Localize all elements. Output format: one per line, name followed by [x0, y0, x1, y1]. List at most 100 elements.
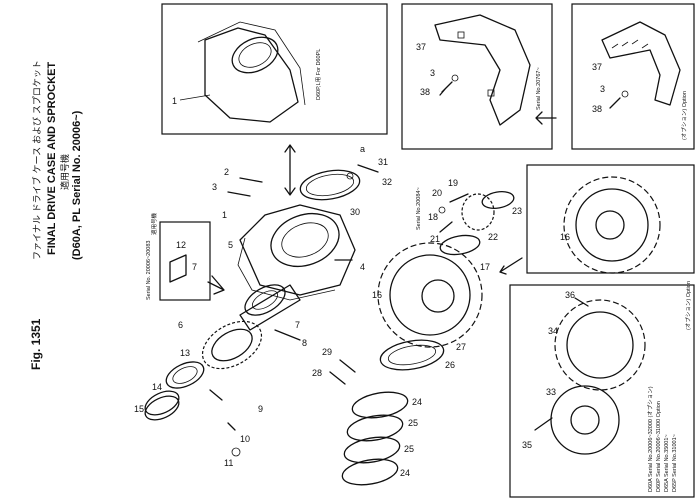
title-english: FINAL DRIVE CASE AND SPROCKET: [46, 62, 58, 255]
bolt-3: [227, 191, 251, 197]
arrow-to-hub: [207, 275, 225, 295]
inset-option-note: (オプション) Option: [681, 91, 688, 140]
pin-9: [209, 389, 223, 401]
oring-24b: [341, 458, 399, 486]
callout-a: a: [360, 144, 365, 154]
callout-3: 3: [212, 182, 217, 192]
oring-17: [439, 234, 481, 256]
gear-6-hub: [211, 328, 253, 362]
bolt-29: [339, 359, 356, 373]
leader-1: [179, 94, 211, 101]
callout-7: 7: [295, 320, 300, 330]
inset-applicable: 適用号機: [150, 212, 158, 235]
serial-table-row-1: D60A Serial No.20006~32000 (オプション): [647, 386, 654, 492]
sprocket-segment: [563, 176, 661, 274]
callout-1: 1: [222, 210, 227, 220]
inset-option-guard: 37 3 38 (オプション) Option: [571, 3, 695, 150]
seal-26-inner: [387, 344, 437, 366]
callout-26: 26: [445, 360, 455, 370]
housing-bore: [231, 36, 279, 74]
callout-6: 6: [178, 320, 183, 330]
callout-34: 34: [548, 326, 558, 336]
bolt-19: [449, 193, 469, 203]
inset-early-serial: 12 7 Serial No. 20006~20083 適用号機: [146, 212, 211, 301]
guard-plate: [434, 14, 531, 126]
washer-20: [438, 206, 446, 214]
callout-24: 24: [400, 468, 410, 478]
callout-35: 35: [522, 440, 532, 450]
mid-serial-note: Serial No.20084~: [416, 187, 422, 230]
sprocket-16: [377, 242, 483, 348]
bolt-35: [534, 417, 553, 431]
case-bore-inner: [281, 222, 329, 258]
callout-3: 3: [600, 84, 605, 94]
callout-15: 15: [134, 404, 144, 414]
callout-7: 7: [192, 262, 197, 272]
bearing-13: [165, 361, 205, 389]
serial-table-row-3: D65A Serial No.35001~: [664, 434, 670, 492]
sprocket-34: [554, 299, 646, 391]
option-guard-ribs: [611, 39, 649, 49]
housing-bore-inner: [238, 42, 272, 68]
seal-ring-30-inner: [305, 173, 355, 197]
callout-12: 12: [176, 240, 186, 250]
oring-24: [351, 391, 409, 419]
inset-frame: [161, 3, 388, 135]
callout-9: 9: [258, 404, 263, 414]
callout-18: 18: [428, 212, 438, 222]
callout-11: 11: [224, 458, 233, 468]
hub-33-bore: [570, 405, 600, 435]
case-body: [239, 204, 356, 296]
inset-frame: [526, 164, 695, 274]
inset-frame: [401, 3, 553, 150]
serial-table-row-2: D60P Serial No.20006~31000 Option: [656, 401, 662, 492]
callout-25: 25: [404, 444, 414, 454]
seal-15: [144, 395, 180, 421]
inset-guard: 37 3 38 Serial No.20767~: [401, 3, 557, 150]
guard-bolt-hole: [457, 31, 465, 39]
bolt-38: [609, 97, 621, 109]
hub-body: [239, 284, 301, 331]
bearing-13-inner: [172, 366, 198, 384]
option-guard-plate: [601, 21, 681, 106]
callout-37: 37: [416, 42, 426, 52]
callout-5: 5: [228, 240, 233, 250]
sprocket-hub: [595, 210, 625, 240]
inset-option-sprocket: 36 34 33 35 (オプション) Option D60A Serial N…: [509, 281, 695, 498]
ring-25: [346, 414, 404, 442]
housing-body: [204, 27, 299, 123]
callout-10: 10: [240, 434, 250, 444]
callout-16: 16: [560, 232, 570, 242]
sprocket-34-rim: [566, 311, 634, 379]
callout-25: 25: [408, 418, 418, 428]
housing-flange: [197, 21, 306, 106]
bolt-38: [439, 81, 453, 96]
pin-21: [439, 221, 453, 233]
callout-19: 19: [448, 178, 458, 188]
callout-17: 17: [480, 262, 490, 272]
callout-38: 38: [420, 87, 430, 97]
callout-2: 2: [224, 167, 229, 177]
plug-11: [231, 447, 241, 457]
sprocket-16-hub: [421, 279, 455, 313]
assembly-arrow: [284, 144, 296, 196]
figure-number: Fig. 1351: [29, 318, 43, 370]
seal-26: [379, 339, 445, 371]
callout-31: 31: [378, 157, 388, 167]
callout-24: 24: [412, 397, 422, 407]
inset-note-d60pl: D60P,L用 For D60PL: [315, 49, 322, 100]
guard-bolt-hole: [487, 89, 495, 97]
callout-29: 29: [322, 347, 332, 357]
hub-33: [550, 385, 620, 455]
ring-25b: [343, 436, 401, 464]
serial-table-row-4: D65P Serial No.31001~: [672, 434, 678, 492]
callout-38: 38: [592, 104, 602, 114]
seal-ring-30: [299, 169, 361, 201]
inset-serial-note: Serial No.20767~: [536, 67, 542, 110]
callout-22: 22: [488, 232, 498, 242]
arrow-to-sprocket: [499, 257, 523, 275]
callout-16: 16: [372, 290, 382, 300]
option-note: (オプション) Option: [685, 281, 692, 330]
